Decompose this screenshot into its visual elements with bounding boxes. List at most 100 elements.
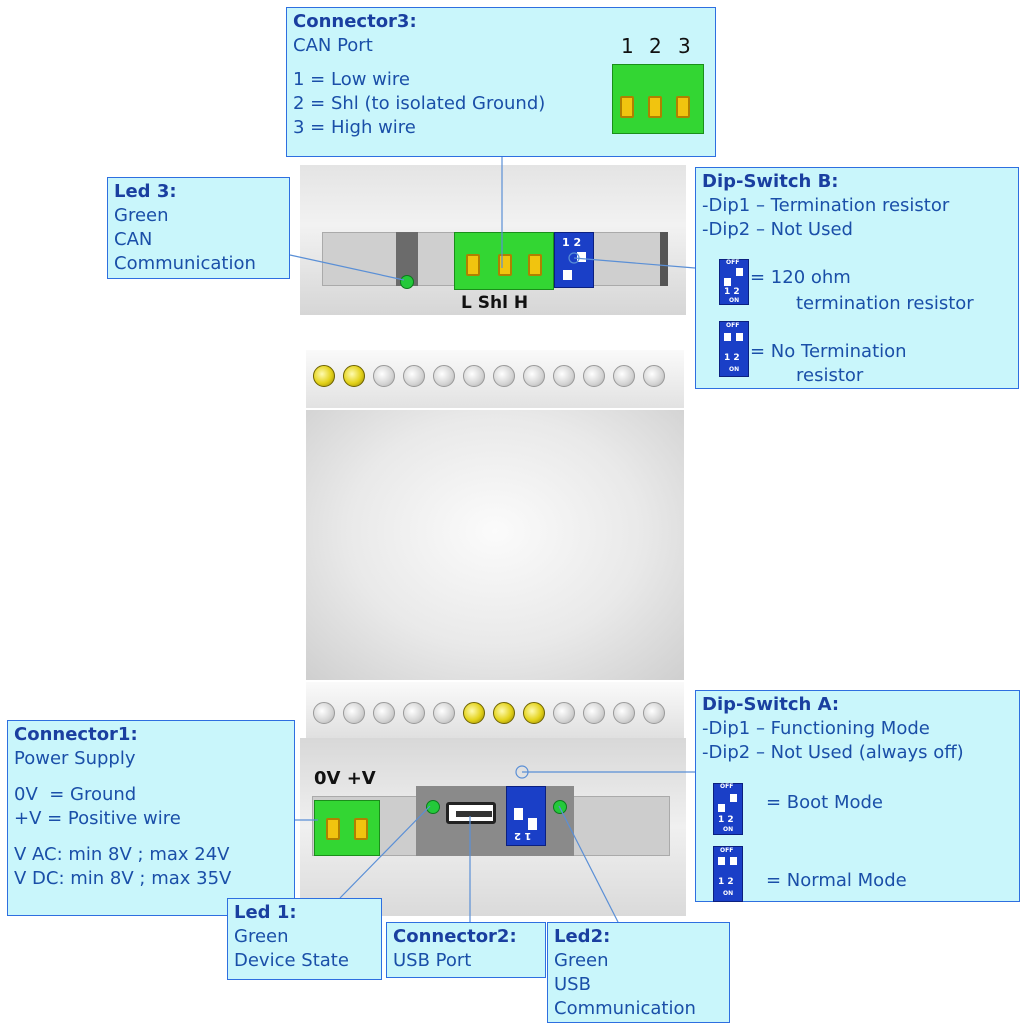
upper-led-9	[553, 365, 575, 387]
dip-a-key1	[514, 808, 523, 820]
upper-led-2	[343, 365, 365, 387]
upper-led-8	[523, 365, 545, 387]
led1-indicator	[426, 800, 440, 814]
dip-a-icon2-key2	[730, 857, 737, 865]
upper-led-12	[643, 365, 665, 387]
led2-line-1: Green	[554, 950, 609, 971]
dip-a-numbers: 1 2	[514, 830, 532, 841]
dip-switch-a-line-1: -Dip1 – Functioning Mode	[702, 718, 930, 739]
center-body	[306, 410, 684, 680]
connector3-line-1: 1 = Low wire	[293, 69, 410, 90]
led2-line-3: Communication	[554, 998, 696, 1019]
connector3-overlay-pin2	[648, 96, 662, 118]
connector3-overlay-pin3	[676, 96, 690, 118]
connector2-line-1: USB Port	[393, 950, 472, 971]
dip-a-key2	[528, 818, 537, 830]
lower-led-7	[493, 702, 515, 724]
dip-b-icon1-nums: 1 2	[724, 287, 740, 297]
dip-b-option1-line1: = 120 ohm	[750, 267, 851, 288]
dip-a-option-normal: = Normal Mode	[766, 870, 907, 891]
dip-b-numbers: 1 2	[562, 236, 582, 249]
lower-led-8	[523, 702, 545, 724]
led2-callout: Led2: Green USB Communication	[547, 922, 730, 1023]
lower-led-4	[403, 702, 425, 724]
dip-b-key2	[577, 252, 586, 262]
dip-b-option2-line2: resistor	[796, 365, 864, 386]
dip-switch-b-title: Dip-Switch B:	[702, 171, 839, 192]
upper-led-7	[493, 365, 515, 387]
dip-switch-b-callout: Dip-Switch B: -Dip1 – Termination resist…	[695, 167, 1019, 389]
connector1-line-1: 0V = Ground	[14, 784, 137, 805]
dip-switch-a-title: Dip-Switch A:	[702, 694, 840, 715]
connector1-line-2: +V = Positive wire	[14, 808, 181, 829]
power-terminal-label: 0V +V	[314, 768, 376, 789]
led3-indicator	[400, 275, 414, 289]
lower-led-1	[313, 702, 335, 724]
led1-callout: Led 1: Green Device State	[227, 898, 382, 980]
can-pin-high	[528, 254, 542, 276]
dip-switch-a-line-2: -Dip2 – Not Used (always off)	[702, 742, 964, 763]
dip-a-icon1-off: OFF	[720, 783, 734, 790]
lower-led-2	[343, 702, 365, 724]
connector3-line-2: 2 = Shl (to isolated Ground)	[293, 93, 546, 114]
upper-led-4	[403, 365, 425, 387]
dip-b-icon-no-termination	[719, 321, 749, 377]
dip-a-icon1-on: ON	[723, 826, 734, 833]
dip-b-icon2-key1	[724, 333, 731, 341]
dip-a-icon-normal	[713, 846, 743, 902]
led2-indicator	[553, 800, 567, 814]
dip-a-icon2-nums: 1 2	[718, 877, 734, 887]
connector2-callout: Connector2: USB Port	[386, 922, 546, 978]
lower-led-12	[643, 702, 665, 724]
upper-led-1	[313, 365, 335, 387]
dip-switch-b-line-1: -Dip1 – Termination resistor	[702, 195, 950, 216]
dip-b-option1-line2: termination resistor	[796, 293, 974, 314]
dip-b-icon2-key2	[736, 333, 743, 341]
led2-title: Led2:	[554, 926, 611, 947]
connector3-overlay-pin1	[620, 96, 634, 118]
connector3-subtitle: CAN Port	[293, 35, 373, 56]
usb-port-inner	[456, 811, 492, 817]
dip-b-icon1-on: ON	[729, 297, 740, 304]
pin-number-1: 1	[621, 34, 634, 58]
lower-led-6	[463, 702, 485, 724]
dip-switch-b-line-2: -Dip2 – Not Used	[702, 219, 853, 240]
led3-callout: Led 3: Green CAN Communication	[107, 177, 290, 279]
can-terminal-label: L Shl H	[461, 293, 529, 313]
connector3-line-3: 3 = High wire	[293, 117, 416, 138]
power-pin-plus-v	[354, 818, 368, 840]
lower-led-9	[553, 702, 575, 724]
dip-a-icon2-off: OFF	[720, 847, 734, 854]
led1-line-2: Device State	[234, 950, 349, 971]
pin-number-3: 3	[678, 34, 691, 58]
lower-led-3	[373, 702, 395, 724]
connector1-spec-ac: V AC: min 8V ; max 24V	[14, 844, 230, 865]
dip-a-icon1-key2	[730, 794, 737, 802]
dip-b-icon2-on: ON	[729, 366, 740, 373]
upper-led-6	[463, 365, 485, 387]
upper-led-5	[433, 365, 455, 387]
dip-switch-a-callout: Dip-Switch A: -Dip1 – Functioning Mode -…	[695, 690, 1020, 902]
dip-a-icon2-key1	[718, 857, 725, 865]
led3-line-1: Green	[114, 205, 169, 226]
led1-title: Led 1:	[234, 902, 297, 923]
can-pin-low	[466, 254, 480, 276]
connector1-spec-dc: V DC: min 8V ; max 35V	[14, 868, 232, 889]
dip-b-icon1-key2	[736, 268, 743, 276]
dip-a-icon1-key1	[718, 804, 725, 812]
dip-a-icon2-on: ON	[723, 890, 734, 897]
upper-led-10	[583, 365, 605, 387]
connector1-title: Connector1:	[14, 724, 138, 745]
led1-line-1: Green	[234, 926, 289, 947]
dip-b-icon2-off: OFF	[726, 322, 740, 329]
led3-line-3: Communication	[114, 253, 256, 274]
dip-switch-a-device[interactable]	[506, 786, 546, 846]
dip-b-option2-line1: = No Termination	[750, 341, 907, 362]
dip-b-icon1-off: OFF	[726, 259, 740, 266]
power-terminal-block[interactable]	[314, 800, 380, 856]
lower-led-11	[613, 702, 635, 724]
lower-led-5	[433, 702, 455, 724]
connector1-subtitle: Power Supply	[14, 748, 136, 769]
dip-b-key1	[563, 270, 572, 280]
connector3-title: Connector3:	[293, 11, 417, 32]
